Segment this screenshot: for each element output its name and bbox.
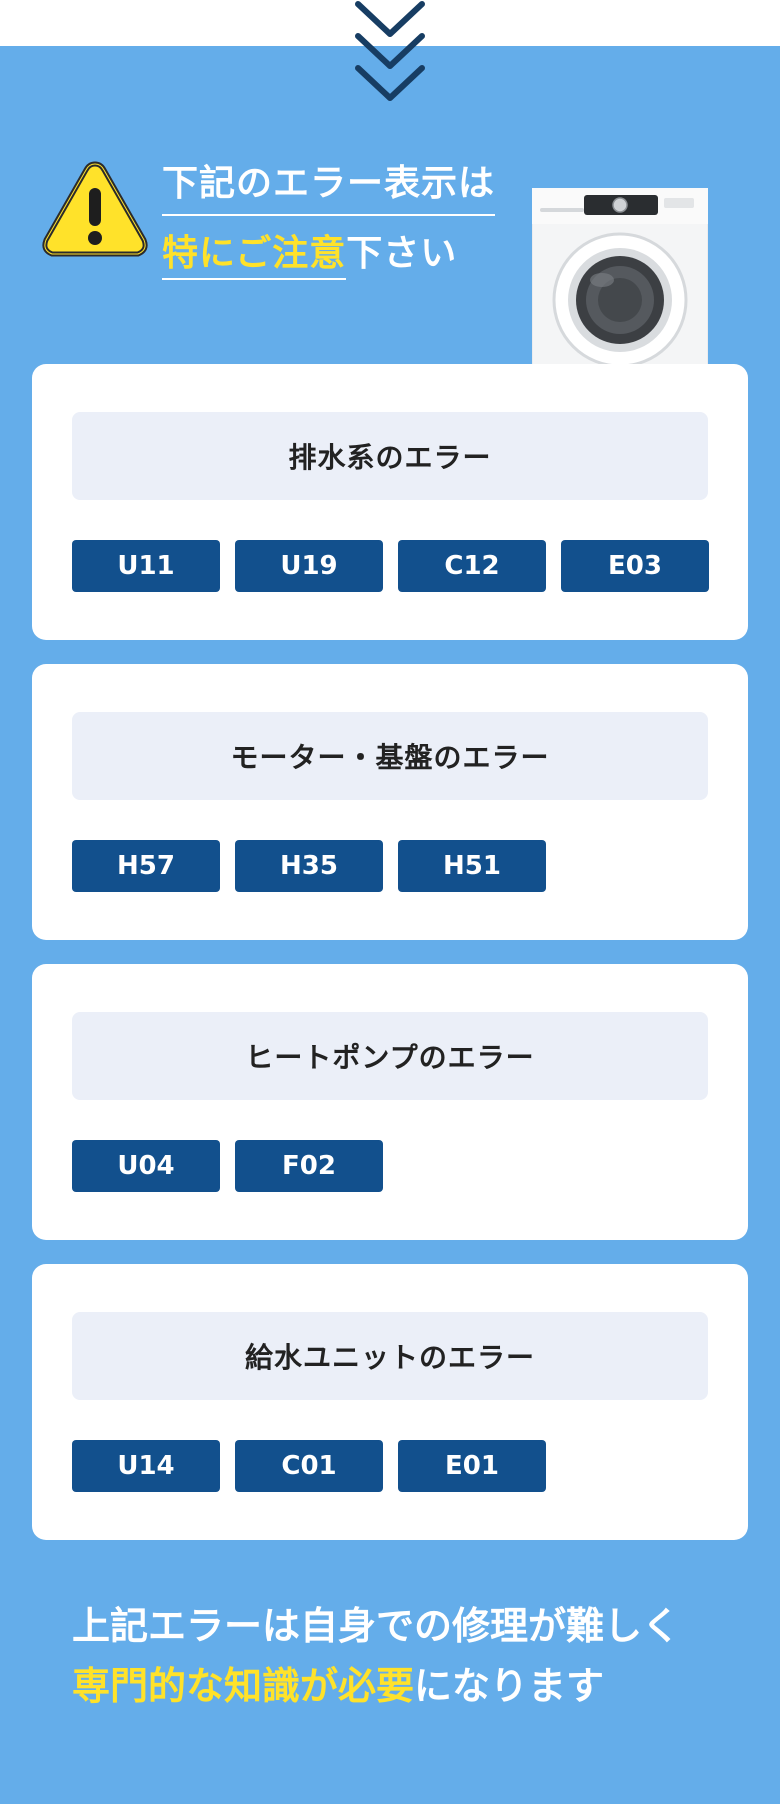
error-code-badge: H57 bbox=[72, 840, 220, 892]
error-code-badge: U04 bbox=[72, 1140, 220, 1192]
error-code-badge: C12 bbox=[398, 540, 546, 592]
error-code-badge: F02 bbox=[235, 1140, 383, 1192]
error-code-badge: H35 bbox=[235, 840, 383, 892]
card-title: 排水系のエラー bbox=[72, 412, 708, 500]
error-code-list: U14 C01 E01 bbox=[72, 1440, 546, 1492]
headline-line2-rest: 下さい bbox=[346, 233, 458, 274]
headline-highlight: 特にご注意 bbox=[162, 233, 347, 280]
error-code-badge: C01 bbox=[235, 1440, 383, 1492]
error-card-water-supply: 給水ユニットのエラー U14 C01 E01 bbox=[32, 1264, 748, 1540]
card-title: ヒートポンプのエラー bbox=[72, 1012, 708, 1100]
footer-highlight: 専門的な知識が必要 bbox=[72, 1664, 415, 1708]
card-title: 給水ユニットのエラー bbox=[72, 1312, 708, 1400]
error-card-heat-pump: ヒートポンプのエラー U04 F02 bbox=[32, 964, 748, 1240]
error-card-drain: 排水系のエラー U11 U19 C12 E03 bbox=[32, 364, 748, 640]
footer-message: 上記エラーは自身での修理が難しく 専門的な知識が必要になります bbox=[72, 1596, 680, 1716]
headline-line1: 下記のエラー表示は bbox=[162, 158, 496, 216]
error-code-list: H57 H35 H51 bbox=[72, 840, 546, 892]
error-code-list: U11 U19 C12 E03 bbox=[72, 540, 709, 592]
error-code-badge: E03 bbox=[561, 540, 709, 592]
error-card-motor-board: モーター・基盤のエラー H57 H35 H51 bbox=[32, 664, 748, 940]
error-code-badge: U11 bbox=[72, 540, 220, 592]
top-strip bbox=[0, 0, 780, 46]
triple-chevron-down-icon bbox=[355, 1, 425, 101]
error-code-list: U04 F02 bbox=[72, 1140, 383, 1192]
error-code-badge: U19 bbox=[235, 540, 383, 592]
card-title: モーター・基盤のエラー bbox=[72, 712, 708, 800]
error-code-badge: E01 bbox=[398, 1440, 546, 1492]
error-code-badge: U14 bbox=[72, 1440, 220, 1492]
footer-line1: 上記エラーは自身での修理が難しく bbox=[72, 1604, 681, 1648]
footer-line2-rest: になります bbox=[414, 1664, 605, 1708]
error-code-badge: H51 bbox=[398, 840, 546, 892]
headline: 下記のエラー表示は 特にご注意下さい bbox=[162, 158, 496, 280]
warning-triangle-icon bbox=[42, 161, 148, 257]
